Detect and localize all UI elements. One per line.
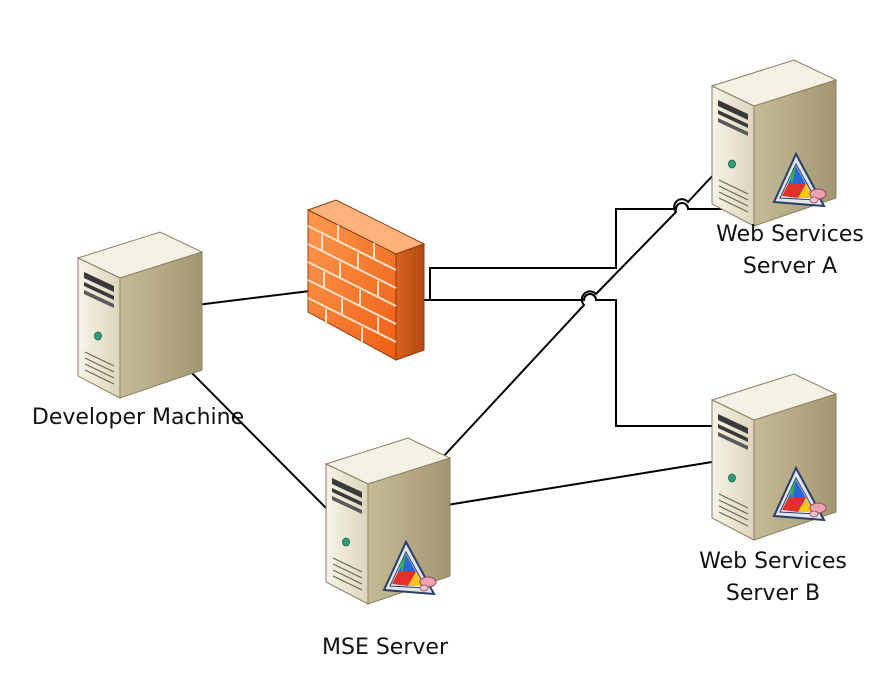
web-services-server-b-label-line2: Server B	[725, 581, 821, 606]
firewall-brick-icon	[307, 199, 425, 361]
developer-machine-server-icon	[77, 231, 203, 399]
web-services-server-a-label-line1: Web Services	[716, 222, 864, 247]
developer-machine-label: Developer Machine	[31, 405, 245, 430]
connection-mse-ws-a	[441, 171, 717, 459]
connection-firewall-ws-b	[430, 293, 715, 427]
web-services-server-b-label-line1: Web Services	[699, 549, 847, 574]
connection-firewall-ws-a	[420, 202, 722, 301]
connection-mse-ws-b	[446, 461, 713, 506]
web-services-server-a-label: Web Services Server A	[690, 219, 873, 283]
mse-server-label: MSE Server	[322, 635, 448, 660]
web-services-server-b-label: Web Services Server B	[673, 546, 873, 610]
connection-developer-mse	[181, 362, 331, 513]
web-services-server-a-label-line2: Server A	[742, 254, 838, 279]
connections	[139, 171, 722, 513]
